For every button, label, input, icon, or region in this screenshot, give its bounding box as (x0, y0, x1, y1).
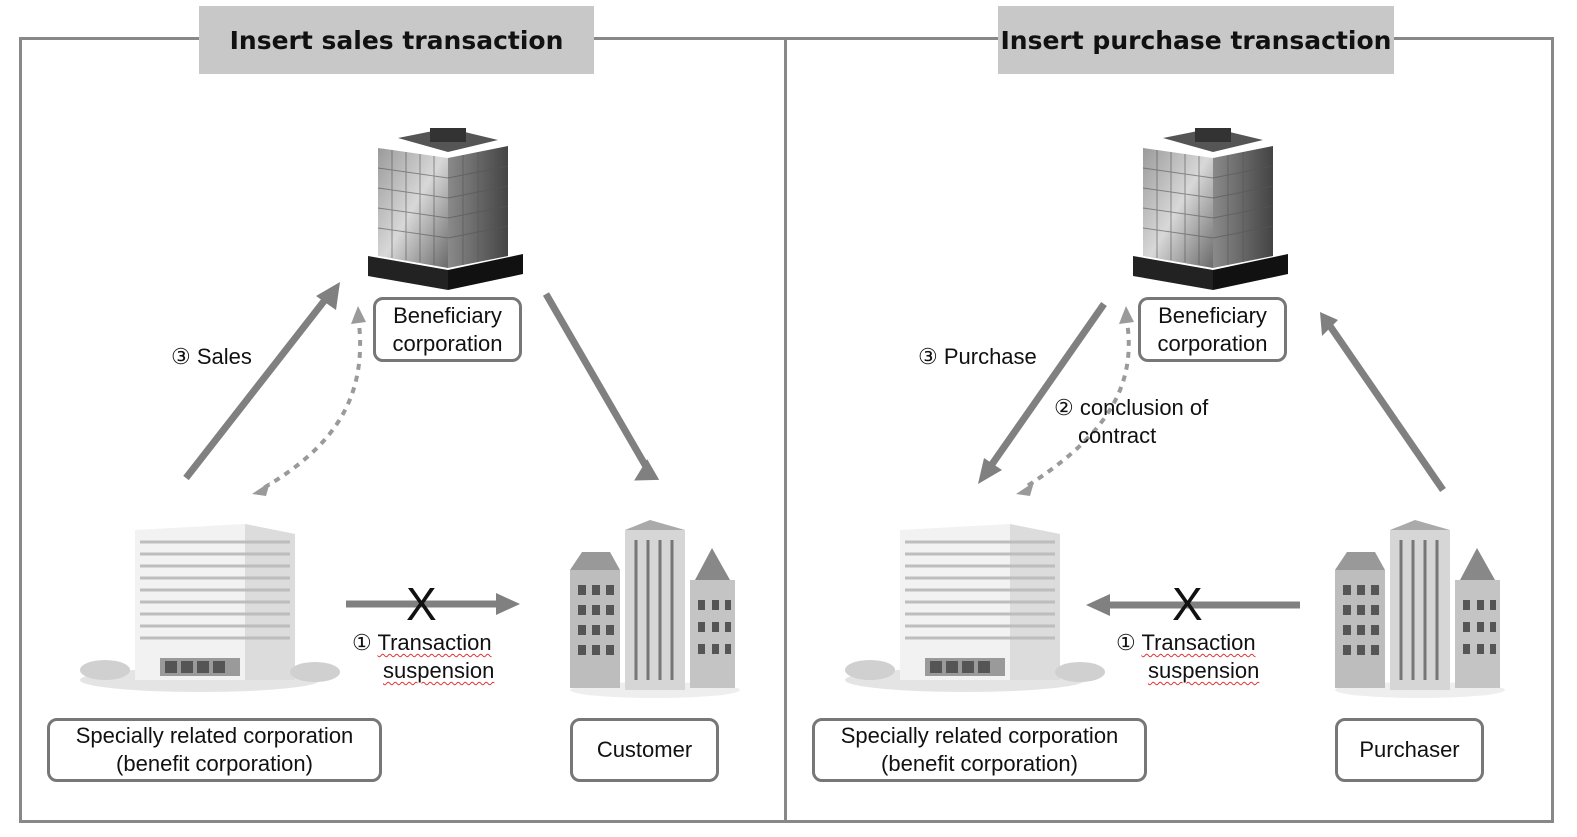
beneficiary-label-line1: Beneficiary (393, 302, 502, 328)
step1-text-line1: Transaction (1141, 630, 1256, 655)
sales-arrow (183, 293, 331, 481)
step1-number: ① (352, 630, 372, 655)
related-label-line2: (benefit corporation) (881, 751, 1078, 776)
purchaser-label: Purchaser (1359, 737, 1460, 762)
beneficiary-label-line1: Beneficiary (1158, 302, 1267, 328)
customer-box: Customer (570, 718, 719, 782)
customer-label: Customer (596, 737, 693, 762)
beneficiary-box: Beneficiary corporation (373, 297, 522, 362)
purchaser-arrow (1327, 324, 1446, 492)
related-label-line1: Specially related corporation (840, 723, 1119, 748)
city-buildings-icon (1333, 518, 1507, 700)
city-buildings-icon (568, 518, 742, 700)
beneficiary-label-line2: corporation (392, 330, 503, 356)
step3-sales-label: ③ Sales (171, 344, 252, 369)
related-label-line1: Specially related corporation (75, 723, 354, 748)
office-tower-icon (1132, 127, 1289, 291)
purchase-panel-title: Insert purchase transaction (998, 6, 1394, 74)
step1-label: ① Transaction (1116, 629, 1256, 657)
step1-label: ① Transaction (352, 629, 492, 657)
step1-text-line1: Transaction (377, 630, 492, 655)
beneficiary-label-line2: corporation (1157, 330, 1268, 356)
purchase-arrow (985, 301, 1107, 473)
sales-panel-title: Insert sales transaction (199, 6, 594, 74)
related-label-line2: (benefit corporation) (116, 751, 313, 776)
low-rise-building-icon (78, 522, 342, 694)
related-corporation-box: Specially related corporation (benefit c… (812, 718, 1147, 782)
low-rise-building-icon (843, 522, 1107, 694)
purchaser-box: Purchaser (1335, 718, 1484, 782)
office-tower-icon (367, 127, 524, 291)
cross-mark: X (406, 578, 437, 630)
step1-text-line2: suspension (383, 658, 495, 683)
cross-mark: X (1172, 578, 1203, 630)
contract-dotted-arrow (259, 315, 363, 492)
contract-dotted-arrow (1022, 315, 1131, 490)
step2-label-line1: ② conclusion of (1054, 395, 1209, 420)
step1-number: ① (1116, 630, 1136, 655)
step2-label-line2: contract (1078, 423, 1157, 448)
related-corporation-box: Specially related corporation (benefit c… (47, 718, 382, 782)
step1-text-line2: suspension (1148, 658, 1260, 683)
step3-purchase-label: ③ Purchase (918, 344, 1037, 369)
customer-arrow (542, 292, 652, 472)
beneficiary-box: Beneficiary corporation (1138, 297, 1287, 362)
